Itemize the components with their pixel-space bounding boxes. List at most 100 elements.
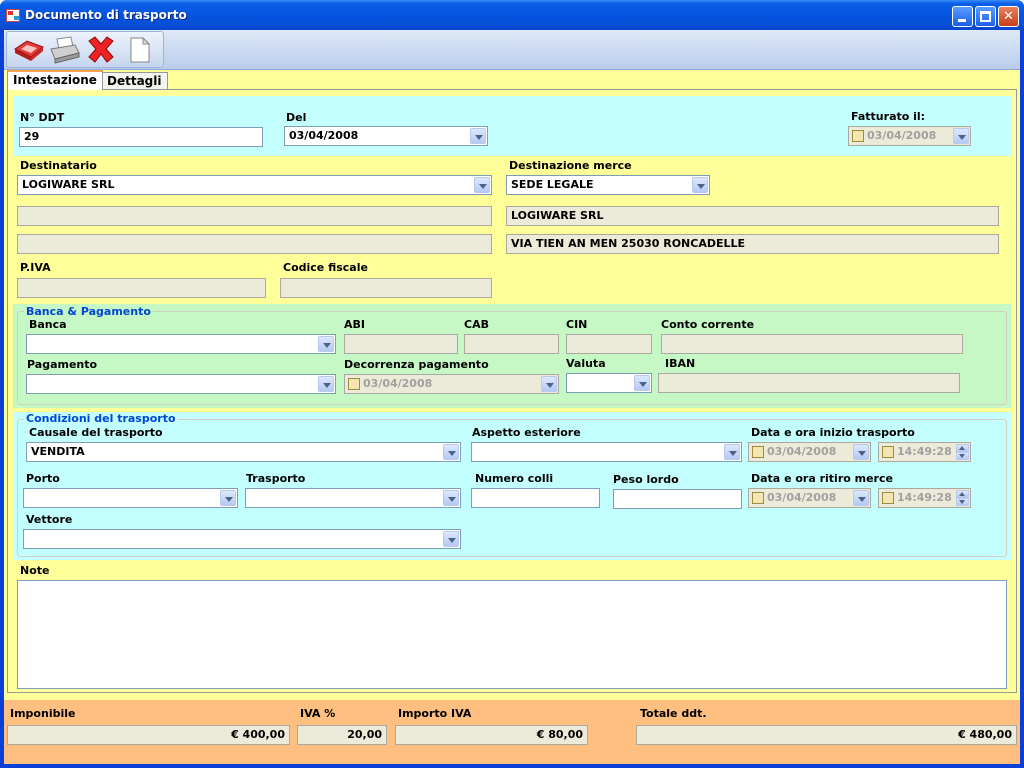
bank-group-box [17, 311, 1007, 405]
cin-label: CIN [566, 318, 588, 331]
chevron-down-icon[interactable] [443, 490, 459, 506]
importo-iva-field: € 80,00 [395, 725, 588, 745]
totale-field: € 480,00 [636, 725, 1017, 745]
chevron-down-icon[interactable] [443, 444, 459, 460]
new-document-icon[interactable] [125, 35, 157, 65]
ritiro-time-value: 14:49:28 [897, 491, 952, 504]
checkbox-icon[interactable] [882, 446, 894, 458]
numero-colli-label: Numero colli [475, 472, 554, 485]
cab-field [464, 334, 559, 354]
transport-group-box [17, 419, 1007, 557]
chevron-down-icon[interactable] [220, 490, 236, 506]
valuta-select[interactable] [566, 373, 652, 393]
fatturato-date-picker: 03/04/2008 [848, 126, 971, 146]
spinner-icon [956, 490, 969, 506]
causale-select[interactable]: VENDITA [26, 442, 461, 462]
chevron-down-icon [853, 490, 869, 506]
porto-select[interactable] [23, 488, 238, 508]
transport-group-title: Condizioni del trasporto [24, 412, 178, 425]
aspetto-select[interactable] [471, 442, 742, 462]
ddt-number-input[interactable]: 29 [19, 127, 263, 147]
numero-colli-input[interactable] [471, 488, 600, 508]
note-label: Note [20, 564, 50, 577]
totale-label: Totale ddt. [640, 707, 707, 720]
fatturato-date-value: 03/04/2008 [867, 129, 937, 142]
bank-group-title: Banca & Pagamento [24, 305, 153, 318]
close-icon: ✕ [1003, 9, 1014, 24]
ritiro-date-value: 03/04/2008 [767, 491, 837, 504]
cab-label: CAB [464, 318, 489, 331]
del-date-picker[interactable]: 03/04/2008 [284, 126, 488, 146]
banca-label: Banca [29, 318, 67, 331]
window-title: Documento di trasporto [25, 8, 187, 22]
causale-value: VENDITA [31, 445, 85, 458]
checkbox-icon[interactable] [752, 492, 764, 504]
minimize-icon [958, 19, 966, 22]
pagamento-select[interactable] [26, 374, 336, 394]
chevron-down-icon[interactable] [443, 531, 459, 547]
del-date-value: 03/04/2008 [289, 129, 359, 142]
aspetto-label: Aspetto esteriore [472, 426, 581, 439]
causale-label: Causale del trasporto [29, 426, 163, 439]
destinatario-select[interactable]: LOGIWARE SRL [17, 175, 492, 195]
chevron-down-icon[interactable] [724, 444, 740, 460]
chevron-down-icon[interactable] [474, 177, 490, 193]
checkbox-icon[interactable] [882, 492, 894, 504]
destinatario-value: LOGIWARE SRL [22, 178, 115, 191]
close-button[interactable]: ✕ [998, 6, 1019, 27]
iva-percent-field: 20,00 [297, 725, 387, 745]
vettore-select[interactable] [23, 529, 461, 549]
checkbox-icon[interactable] [348, 378, 360, 390]
fatturato-label: Fatturato il: [851, 110, 926, 123]
chevron-down-icon[interactable] [634, 375, 650, 391]
minimize-button[interactable] [952, 6, 973, 27]
imponibile-label: Imponibile [10, 707, 76, 720]
conto-corrente-field [661, 334, 963, 354]
piva-field [17, 278, 266, 298]
checkbox-icon[interactable] [752, 446, 764, 458]
chevron-down-icon [541, 376, 557, 392]
chevron-down-icon[interactable] [470, 128, 486, 144]
vettore-label: Vettore [26, 513, 73, 526]
toolbar-strip [6, 31, 164, 68]
note-textarea[interactable] [17, 580, 1007, 689]
destinazione-merce-label: Destinazione merce [509, 159, 632, 172]
decorrenza-date-picker: 03/04/2008 [344, 374, 559, 394]
ritiro-date-picker: 03/04/2008 [748, 488, 871, 508]
chevron-down-icon [953, 128, 969, 144]
trasporto-select[interactable] [245, 488, 461, 508]
tab-dettagli[interactable]: Dettagli [101, 72, 168, 91]
pagamento-label: Pagamento [27, 358, 98, 371]
chevron-down-icon[interactable] [318, 376, 334, 392]
destinatario-address-line-2 [17, 234, 492, 254]
tab-intestazione[interactable]: Intestazione [7, 70, 103, 90]
codice-fiscale-field [280, 278, 492, 298]
peso-lordo-input[interactable] [613, 489, 742, 509]
porto-label: Porto [26, 472, 60, 485]
destinazione-address-line-1: LOGIWARE SRL [506, 206, 999, 226]
app-icon [6, 9, 20, 22]
ritiro-time-picker: 14:49:28 [878, 488, 971, 508]
del-label: Del [286, 111, 307, 124]
trasporto-label: Trasporto [246, 472, 306, 485]
title-bar[interactable]: Documento di trasporto ✕ [0, 0, 1024, 30]
destinazione-merce-value: SEDE LEGALE [511, 178, 594, 191]
conto-corrente-label: Conto corrente [661, 318, 755, 331]
checkbox-icon[interactable] [852, 130, 864, 142]
banca-select[interactable] [26, 334, 336, 354]
valuta-label: Valuta [566, 357, 606, 370]
abi-label: ABI [344, 318, 365, 331]
destinazione-merce-select[interactable]: SEDE LEGALE [506, 175, 710, 195]
chevron-down-icon[interactable] [318, 336, 334, 352]
delete-icon[interactable] [85, 35, 117, 65]
chevron-down-icon [853, 444, 869, 460]
maximize-button[interactable] [975, 6, 996, 27]
decorrenza-date-value: 03/04/2008 [363, 377, 433, 390]
save-icon[interactable] [13, 35, 45, 65]
imponibile-field: € 400,00 [7, 725, 290, 745]
inizio-date-picker: 03/04/2008 [748, 442, 871, 462]
destinatario-label: Destinatario [20, 159, 97, 172]
iban-field [658, 373, 960, 393]
print-icon[interactable] [49, 35, 81, 65]
chevron-down-icon[interactable] [692, 177, 708, 193]
